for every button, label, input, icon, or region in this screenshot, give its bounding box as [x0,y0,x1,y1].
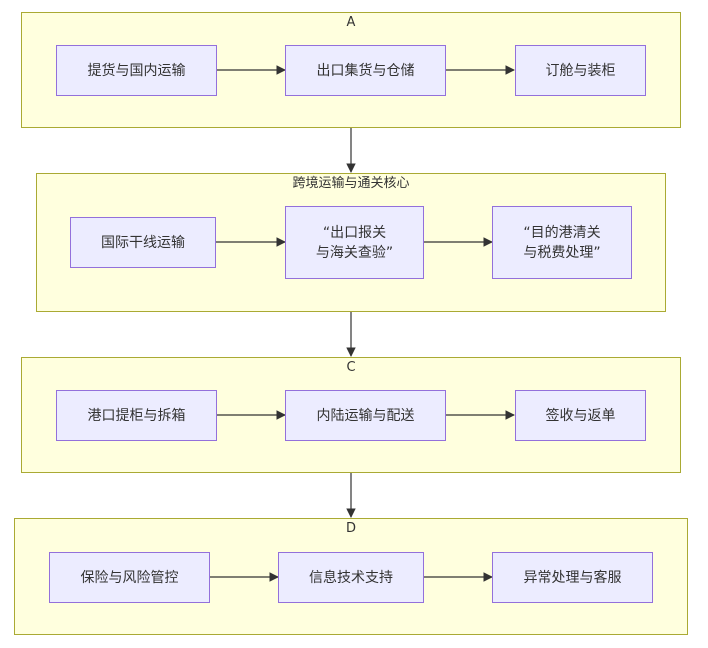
node-inland-delivery[interactable]: 内陆运输与配送 [285,390,446,441]
node-pickup-domestic-transport[interactable]: 提货与国内运输 [56,45,217,96]
node-export-consolidation-warehousing[interactable]: 出口集货与仓储 [285,45,446,96]
node-export-declaration[interactable]: “出口报关 与海关查验” [285,206,424,279]
cluster-c-title: C [346,360,356,375]
cluster-d-title: D [345,521,356,536]
node-port-unloading[interactable]: 港口提柜与拆箱 [56,390,217,441]
node-it-support[interactable]: 信息技术支持 [278,552,424,603]
node-destination-clearance[interactable]: “目的港清关 与税费处理” [492,206,632,279]
node-insurance-risk[interactable]: 保险与风险管控 [49,552,210,603]
node-signoff-return[interactable]: 签收与返单 [515,390,646,441]
cluster-a-title: A [346,15,356,30]
cluster-cross-border-title: 跨境运输与通关核心 [292,176,410,191]
node-exception-customer-service[interactable]: 异常处理与客服 [492,552,653,603]
node-international-mainline[interactable]: 国际干线运输 [70,217,216,268]
node-booking-loading[interactable]: 订舱与装柜 [515,45,646,96]
